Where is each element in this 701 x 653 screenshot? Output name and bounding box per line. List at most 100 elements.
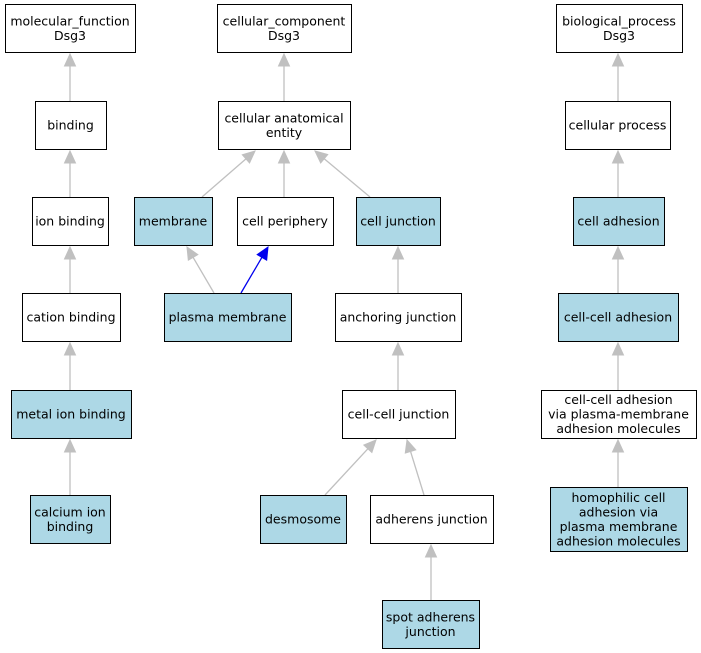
go-term-node-ion-binding[interactable]: ion binding: [32, 197, 109, 246]
node-box: [556, 4, 683, 53]
node-box: [550, 487, 688, 552]
edge-homophilic-to-ccad-pm: [611, 438, 625, 487]
edge-arrowhead: [241, 150, 256, 164]
node-label-line: plasma membrane: [169, 310, 287, 325]
node-label-line: cell adhesion: [577, 214, 659, 229]
go-term-node-cell-junction[interactable]: cell junction: [356, 197, 441, 246]
go-term-node-cell-cell-adhesion[interactable]: cell-cell adhesion: [558, 293, 679, 342]
edge-cellular-process-to-bp: [611, 52, 625, 101]
node-label-line: cellular anatomical: [224, 110, 343, 125]
edge-metal-ion-binding-to-cation-binding: [63, 341, 77, 390]
edge-ion-binding-to-binding: [63, 149, 77, 197]
node-box: [335, 293, 462, 342]
edge-cell-adhesion-to-cellular-process: [611, 149, 625, 197]
go-term-node-binding[interactable]: binding: [35, 101, 107, 150]
go-term-node-plasma-membrane[interactable]: plasma membrane: [164, 293, 292, 342]
node-label-line: cell-cell junction: [348, 407, 450, 422]
node-label-line: cation binding: [26, 310, 115, 325]
edge-cell-cell-adhesion-to-cell-adhesion: [611, 245, 625, 293]
node-label-line: plasma membrane: [560, 519, 678, 534]
go-term-node-desmosome[interactable]: desmosome: [260, 495, 347, 544]
go-term-node-adherens-junction[interactable]: adherens junction: [370, 495, 494, 544]
edge-line: [201, 158, 247, 198]
node-label-line: adhesion molecules: [556, 533, 680, 548]
node-box: [260, 495, 347, 544]
node-box: [11, 390, 132, 439]
node-label-line: cellular_component: [223, 13, 346, 28]
node-label-line: Dsg3: [54, 28, 86, 43]
edge-plasma-membrane-to-membrane: [186, 245, 215, 294]
node-label-line: membrane: [139, 214, 208, 229]
edge-layer: [63, 52, 625, 600]
edge-cell-cell-junction-to-anchoring-junction: [391, 341, 405, 390]
node-box: [22, 293, 121, 342]
node-label-line: binding: [47, 118, 94, 133]
edge-arrowhead: [404, 438, 417, 454]
node-label-line: adhesion molecules: [556, 421, 680, 436]
node-label-line: adherens junction: [375, 512, 487, 527]
node-label-line: biological_process: [562, 13, 676, 28]
edge-arrowhead: [277, 52, 291, 67]
node-label-line: ion binding: [35, 214, 105, 229]
node-box: [558, 293, 679, 342]
edge-arrowhead: [63, 341, 77, 356]
go-term-node-membrane[interactable]: membrane: [134, 197, 213, 246]
edge-anchoring-junction-to-cell-junction: [391, 245, 405, 293]
go-term-node-cation-binding[interactable]: cation binding: [22, 293, 121, 342]
edge-arrowhead: [63, 52, 77, 67]
edge-arrowhead: [277, 149, 291, 164]
node-label-line: cell junction: [360, 214, 436, 229]
go-term-node-cellular-process[interactable]: cellular process: [565, 101, 671, 150]
edge-arrowhead: [256, 245, 269, 261]
node-label-line: desmosome: [265, 512, 341, 527]
edge-calcium-ion-binding-to-metal-ion-binding: [63, 438, 77, 495]
edge-arrowhead: [611, 52, 625, 67]
go-term-node-metal-ion-binding[interactable]: metal ion binding: [11, 390, 132, 439]
node-label-line: Dsg3: [268, 28, 300, 43]
edge-arrowhead: [611, 149, 625, 164]
edge-line: [409, 451, 425, 496]
node-label-line: calcium ion: [34, 504, 105, 519]
edge-membrane-to-cae: [201, 150, 256, 198]
edge-plasma-membrane-to-cell-periphery: [240, 245, 269, 294]
node-label-line: cell periphery: [242, 214, 328, 229]
edge-cae-to-cc: [277, 52, 291, 101]
node-box: [35, 101, 107, 150]
edge-adherens-junction-to-cell-cell-junction: [404, 438, 425, 496]
node-box: [565, 101, 671, 150]
edge-spot-adherens-junction-to-adherens-junction: [424, 543, 438, 600]
node-label-line: spot adherens: [386, 609, 475, 624]
node-box: [30, 495, 111, 544]
go-term-node-anchoring-junction[interactable]: anchoring junction: [335, 293, 462, 342]
node-label-line: junction: [404, 624, 455, 639]
node-label-line: cell-cell adhesion: [564, 310, 672, 325]
node-box: [382, 600, 480, 649]
edge-line: [323, 158, 371, 198]
go-term-node-cell-cell-junction[interactable]: cell-cell junction: [342, 390, 456, 439]
edge-arrowhead: [391, 341, 405, 356]
node-label-line: entity: [266, 125, 303, 140]
node-label-line: molecular_function: [10, 13, 129, 28]
node-box: [573, 197, 665, 246]
node-box: [134, 197, 213, 246]
go-term-node-cell-adhesion[interactable]: cell adhesion: [573, 197, 665, 246]
edge-arrowhead: [611, 341, 625, 356]
node-label-line: metal ion binding: [16, 407, 126, 422]
edge-ccad-pm-to-cell-cell-adhesion: [611, 341, 625, 390]
edge-line: [324, 448, 369, 496]
edge-binding-to-mf: [63, 52, 77, 101]
node-box: [356, 197, 441, 246]
node-label-line: cellular process: [569, 118, 667, 133]
node-box: [5, 4, 136, 53]
go-term-node-cell-periphery[interactable]: cell periphery: [237, 197, 334, 246]
edge-arrowhead: [611, 438, 625, 453]
